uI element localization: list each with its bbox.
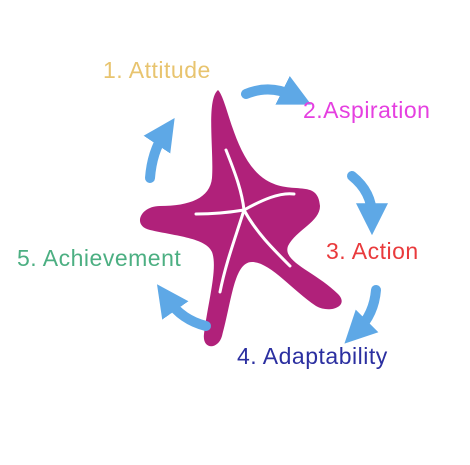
starfish-icon	[139, 90, 342, 347]
step-label-achievement: 5. Achievement	[17, 245, 182, 271]
arrow-action-to-adaptability	[344, 285, 381, 344]
arrow-achievement-loop	[156, 284, 211, 331]
arrow-aspiration-to-action	[347, 171, 388, 236]
step-label-attitude: 1. Attitude	[103, 57, 211, 83]
arrow-attitude-to-aspiration	[241, 75, 312, 105]
step-label-action: 3. Action	[326, 238, 419, 264]
step-label-adaptability: 4. Adaptability	[237, 343, 388, 369]
arrow-achievement-to-attitude	[143, 118, 175, 183]
step-label-aspiration: 2.Aspiration	[303, 97, 431, 123]
